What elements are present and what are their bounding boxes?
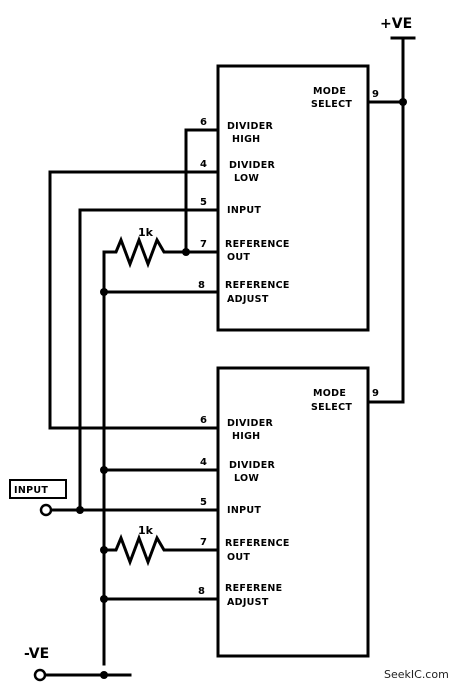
positive-supply-label: +VE [380,16,412,32]
junction-dot [399,98,407,106]
svg-text:REFERENCE: REFERENCE [225,280,290,291]
svg-text:7: 7 [200,239,207,250]
svg-text:ADJUST: ADJUST [227,597,269,608]
svg-text:9: 9 [372,388,379,399]
bottom-ic-wiring [78,468,220,601]
top-ic-wiring [48,128,220,512]
resistor-top [102,235,190,666]
svg-text:MODE: MODE [313,388,346,399]
watermark: SeekIC.com [384,668,449,681]
ic-bottom-body [216,366,370,658]
svg-text:OUT: OUT [227,552,250,563]
svg-text:HIGH: HIGH [232,134,260,145]
svg-text:REFERENCE: REFERENCE [225,538,290,549]
resistor-bottom-label: 1k [138,524,154,537]
svg-text:OUT: OUT [227,252,250,263]
svg-text:DIVIDER: DIVIDER [229,160,275,171]
svg-text:7: 7 [200,537,207,548]
resistor-bottom [102,533,220,567]
svg-text:6: 6 [200,117,207,128]
negative-rail-junctions [76,288,108,603]
svg-text:REFERENE: REFERENE [225,583,282,594]
positive-supply [366,36,416,404]
svg-text:INPUT: INPUT [227,205,261,216]
input-label-box [9,479,67,499]
svg-text:MODE: MODE [313,86,346,97]
ic-top-body [216,64,370,332]
svg-text:4: 4 [200,457,207,468]
svg-text:DIVIDER: DIVIDER [227,418,273,429]
svg-text:SELECT: SELECT [311,99,352,110]
svg-text:LOW: LOW [234,473,259,484]
input-label: INPUT [14,485,48,496]
negative-terminal [33,668,47,682]
negative-supply-label: -VE [24,646,49,662]
svg-text:5: 5 [200,197,207,208]
ic-bottom-labels: MODE SELECT 9 6 DIVIDER HIGH 4 DIVIDER L… [198,388,379,608]
svg-text:5: 5 [200,497,207,508]
svg-text:LOW: LOW [234,173,259,184]
junction-dot [182,248,190,256]
svg-text:9: 9 [372,89,379,100]
ic-top-labels: MODE SELECT 9 6 DIVIDER HIGH 4 DIVIDER L… [198,86,379,305]
svg-text:8: 8 [198,280,205,291]
svg-text:6: 6 [200,415,207,426]
svg-text:INPUT: INPUT [227,505,261,516]
input-terminal [39,503,53,517]
svg-text:DIVIDER: DIVIDER [229,460,275,471]
svg-text:ADJUST: ADJUST [227,294,269,305]
resistor-top-label: 1k [138,226,154,239]
svg-text:4: 4 [200,159,207,170]
svg-text:SELECT: SELECT [311,402,352,413]
svg-text:8: 8 [198,586,205,597]
svg-text:HIGH: HIGH [232,431,260,442]
svg-text:DIVIDER: DIVIDER [227,121,273,132]
svg-text:REFERENCE: REFERENCE [225,239,290,250]
